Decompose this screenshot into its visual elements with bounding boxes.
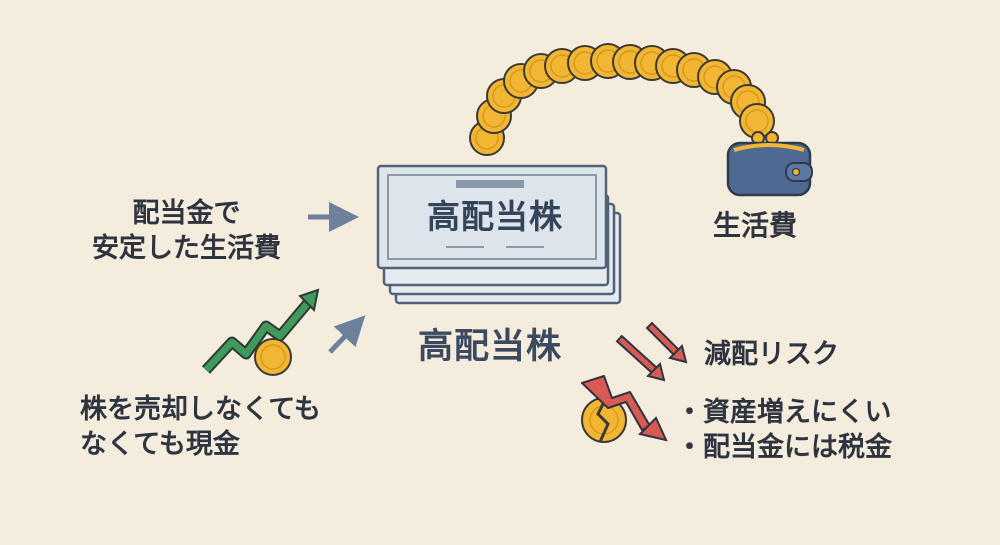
wallet-icon xyxy=(726,131,813,197)
crash-arrow-icon xyxy=(581,375,668,442)
drawback-item: ・配当金には税金 xyxy=(676,432,892,464)
coin-arc xyxy=(469,43,775,156)
stock-certificate-stack xyxy=(376,164,622,305)
growth-arrow-icon xyxy=(201,288,320,374)
main-label: 高配当株 xyxy=(418,327,563,367)
living-expenses-label: 生活費 xyxy=(713,209,798,242)
arrow-to-bill-diagonal xyxy=(328,315,366,354)
stable-income-line1: 配当金で xyxy=(132,198,241,229)
broken-coin-icon xyxy=(581,397,627,443)
down-arrow-icon xyxy=(615,334,666,382)
cash-without-selling-label: 株を売却しなくても なくても現金 xyxy=(80,392,321,462)
drawback-item: ・資産増えにくい xyxy=(676,397,892,428)
down-arrow-icon xyxy=(645,321,688,364)
stable-income-line2: 安定した生活費 xyxy=(92,233,281,265)
dividend-cut-risk-label: 減配リスク xyxy=(704,339,839,370)
cash-line2: なくても現金 xyxy=(80,429,240,461)
cash-line1: 株を売却しなくても xyxy=(80,394,321,425)
stable-income-label: 配当金で 安定した生活費 xyxy=(92,196,281,266)
bill-title: 高配当株 xyxy=(427,197,563,236)
drawbacks-list: ・資産増えにくい ・配当金には税金 xyxy=(676,395,892,465)
coin-icon xyxy=(254,338,292,376)
